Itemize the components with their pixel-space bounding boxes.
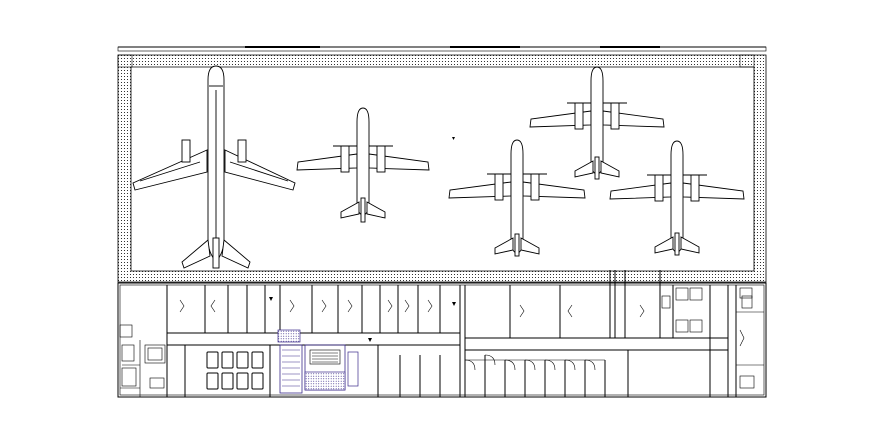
jet-right-wing (224, 149, 296, 191)
tp1-left-nacelle (340, 145, 350, 173)
marker-1 (269, 297, 273, 301)
parking-bays (184, 345, 271, 397)
right-service-rooms (661, 287, 764, 389)
office-block (117, 270, 767, 398)
jet-airliner (132, 65, 296, 269)
hangar-dotted-wall (117, 54, 767, 283)
jet-right-engine (237, 139, 247, 163)
jet-left-wing (132, 149, 208, 191)
marker-3 (368, 338, 372, 342)
lower-room-partitions (377, 345, 629, 397)
jet-left-engine (181, 139, 191, 163)
turboprop-1 (296, 107, 430, 223)
jet-left-stabilizer (181, 239, 211, 269)
corner-block-tl (117, 54, 133, 68)
turboprop-2 (448, 139, 586, 257)
marker-2 (452, 302, 456, 306)
upper-room-partitions (166, 270, 737, 397)
hangar (117, 46, 767, 283)
tp1-right-nacelle (376, 145, 386, 173)
door-swings (179, 299, 745, 347)
hangar-roof-beam (117, 46, 767, 52)
corner-block-tr (739, 54, 755, 68)
turboprop-4 (609, 140, 745, 256)
jet-vertical-tail (212, 237, 220, 269)
lower-room-door-arcs (464, 354, 605, 371)
turboprop-3 (529, 66, 665, 180)
office-outer-wall (117, 282, 767, 398)
left-utility-rooms (119, 324, 166, 397)
stair-core (277, 329, 359, 394)
floor-marker (452, 137, 455, 140)
jet-right-stabilizer (221, 239, 251, 269)
